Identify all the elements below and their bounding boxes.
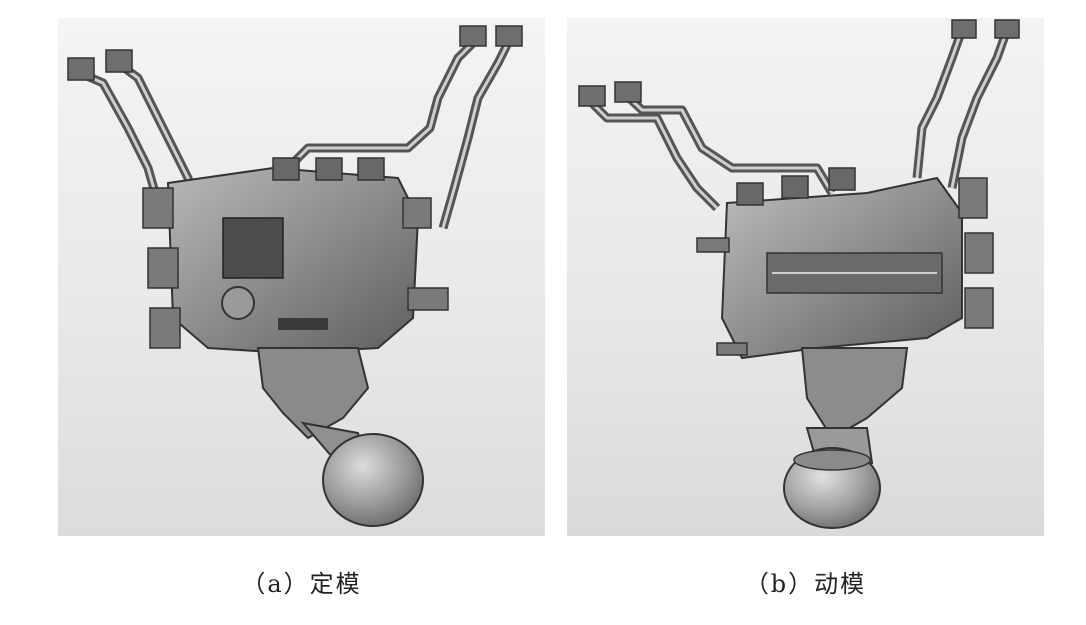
fixed-mold-panel [58, 18, 545, 536]
caption-fixed-mold: （a）定模 [241, 570, 362, 598]
caption-moving-mold: （b）动模 [744, 570, 867, 598]
moving-mold-panel [567, 18, 1044, 536]
moving-mold-casting-illustration [578, 19, 1020, 529]
fixed-mold-casting-illustration [67, 25, 523, 527]
